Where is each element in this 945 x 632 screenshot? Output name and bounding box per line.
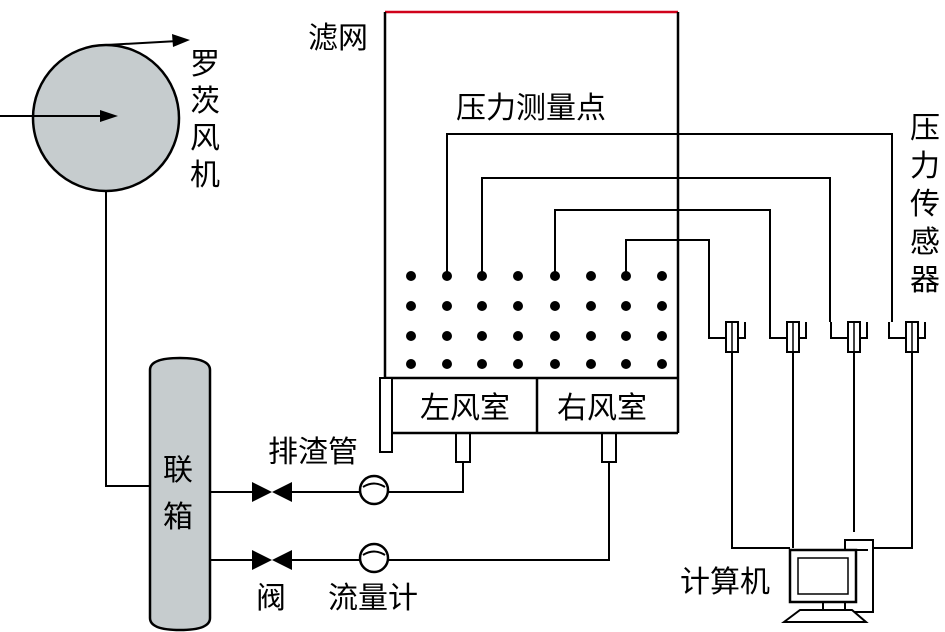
header-label-char-2: 箱	[163, 500, 193, 535]
distributor-hole	[621, 359, 631, 369]
distributor-hole	[513, 271, 523, 281]
roots-blower	[0, 34, 190, 193]
distributor-hole	[657, 359, 667, 369]
distributor-hole	[406, 331, 416, 341]
sensor-label-char-3: 传	[910, 187, 940, 222]
pressure-points-label: 压力测量点	[456, 91, 606, 126]
distributor-hole	[586, 301, 596, 311]
distributor-hole	[406, 271, 416, 281]
sensor-label-char-1: 压	[910, 111, 940, 146]
outlet-arrowhead-icon	[172, 34, 190, 47]
blower-header-pipe	[105, 191, 150, 487]
pressure-sensor-icon	[769, 321, 807, 353]
inlet-arrowhead-icon	[100, 110, 118, 122]
distributor-hole	[442, 301, 452, 311]
distributor-hole	[657, 331, 667, 341]
header-box	[148, 356, 212, 632]
sensor-label-char-5: 器	[910, 263, 940, 298]
distributor-hole	[657, 301, 667, 311]
distributor-hole	[442, 359, 452, 369]
tap-line-4	[625, 239, 710, 322]
distributor-hole	[406, 359, 416, 369]
distributor-hole	[621, 331, 631, 341]
computer-icon	[781, 539, 874, 623]
sensor-label-char-2: 力	[910, 149, 940, 184]
distributor-hole	[442, 331, 452, 341]
distributor-hole	[477, 331, 487, 341]
left-chamber-label: 左风室	[420, 391, 510, 426]
valve-icon	[252, 550, 292, 570]
slag-pipe-line	[210, 462, 464, 493]
valve-icon	[252, 482, 292, 502]
flowmeter-icon	[358, 542, 390, 574]
distributor-hole	[513, 331, 523, 341]
blower-label-char-2: 茨	[190, 84, 220, 119]
outlet-arrow	[105, 40, 179, 46]
slag-pipe-label: 排渣管	[268, 435, 358, 470]
flowmeter-icon	[358, 474, 390, 506]
distributor-hole	[586, 359, 596, 369]
distributor-hole	[406, 301, 416, 311]
filter-screen-label: 滤网	[308, 21, 368, 56]
header-label-char-1: 联	[163, 453, 193, 488]
distributor-hole	[513, 301, 523, 311]
pressure-sensor-icon	[830, 321, 868, 353]
distributor-hole	[513, 359, 523, 369]
right-chamber-label: 右风室	[557, 391, 647, 426]
bed-vessel	[383, 10, 680, 433]
distributor-holes	[406, 271, 667, 369]
distributor-hole	[621, 301, 631, 311]
blower-label-char-3: 风	[190, 121, 220, 156]
valve-label: 阀	[256, 581, 286, 616]
sensor-label-char-4: 感	[910, 225, 940, 260]
lower-pipe-line	[210, 462, 610, 561]
distributor-hole	[477, 359, 487, 369]
pressure-tap-lines	[446, 133, 893, 322]
tap-line-3	[554, 209, 771, 322]
distributor-hole	[550, 331, 560, 341]
distributor-hole	[586, 271, 596, 281]
blower-label-char-1: 罗	[190, 47, 220, 82]
signal-lines	[731, 352, 913, 549]
pressure-sensors	[708, 321, 926, 353]
distributor-hole	[657, 271, 667, 281]
computer-label: 计算机	[680, 565, 770, 600]
flowmeter-label: 流量计	[328, 581, 418, 616]
distributor-hole	[550, 301, 560, 311]
tap-line-1	[446, 133, 893, 322]
distributor-hole	[477, 301, 487, 311]
blower-label-char-4: 机	[190, 158, 220, 193]
pressure-sensor-icon	[708, 321, 746, 353]
pressure-sensor-icon	[888, 321, 926, 353]
distributor-hole	[550, 359, 560, 369]
distributor-hole	[586, 331, 596, 341]
tap-line-2	[481, 177, 831, 322]
